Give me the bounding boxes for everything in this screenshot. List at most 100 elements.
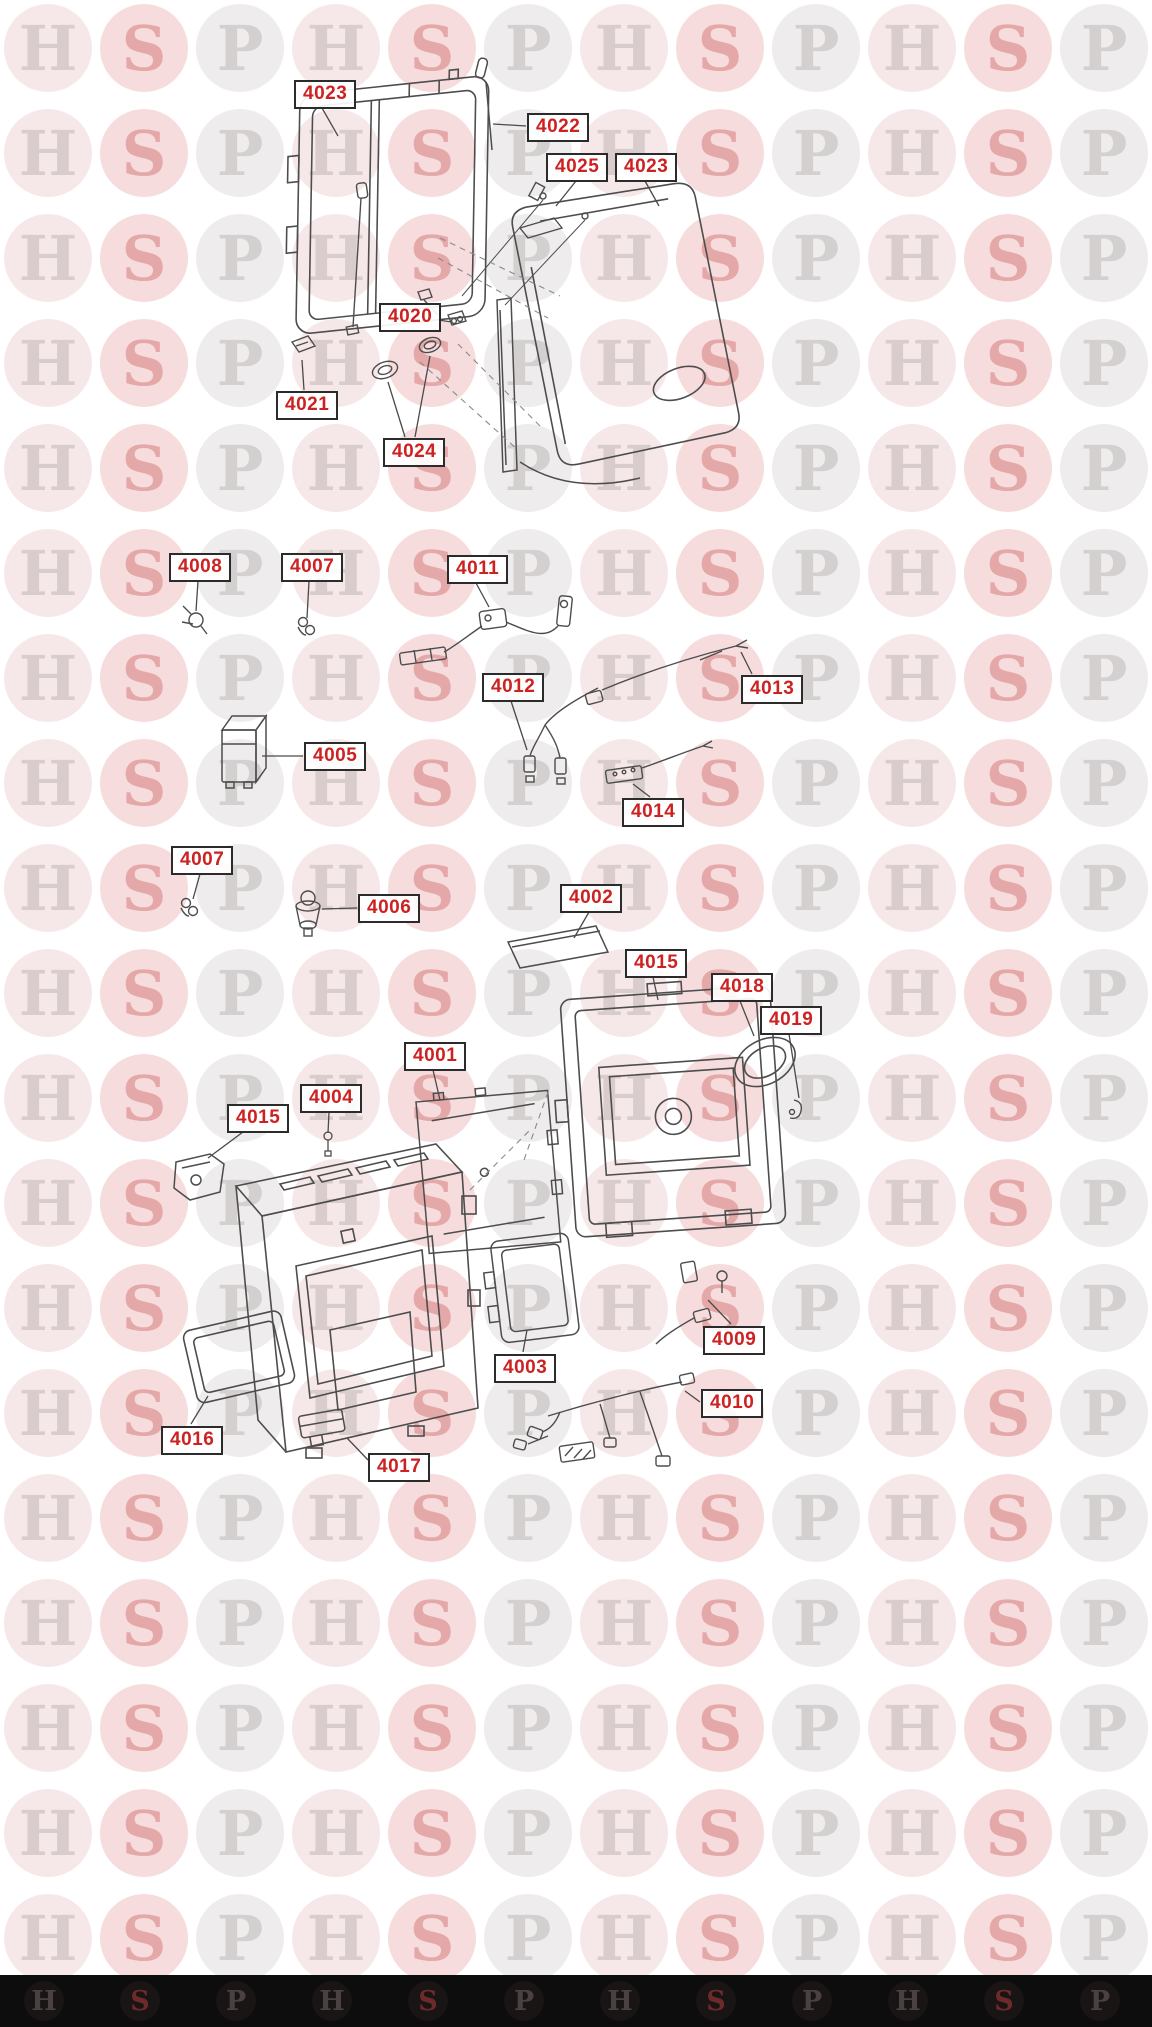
part-label-4015-22[interactable]: 4015 <box>227 1104 290 1133</box>
watermark-letter-h: H <box>4 1789 92 1877</box>
part-label-4009-23[interactable]: 4009 <box>703 1326 766 1355</box>
part-label-4003-24[interactable]: 4003 <box>494 1354 557 1383</box>
watermark-letter-h: H <box>4 844 92 932</box>
part-label-4008-7[interactable]: 4008 <box>169 553 232 582</box>
watermark-letter-s: S <box>100 1894 188 1982</box>
watermark-letter-p: P <box>196 634 284 722</box>
part-label-4013-11[interactable]: 4013 <box>741 675 804 704</box>
watermark-letter-h: H <box>292 1789 380 1877</box>
watermark-letter-h: H <box>580 1684 668 1772</box>
watermark-letter-h: H <box>292 214 380 302</box>
watermark-letter-h: H <box>868 1579 956 1667</box>
part-label-4022-1[interactable]: 4022 <box>527 113 590 142</box>
watermark-letter-s: S <box>676 1894 764 1982</box>
watermark-letter-p: P <box>772 1579 860 1667</box>
part-label-4015-17[interactable]: 4015 <box>625 949 688 978</box>
watermark-letter-p: P <box>196 949 284 1037</box>
footer-watermark-letter-h: H <box>24 1981 64 2021</box>
watermark-letter-p: P <box>1060 214 1148 302</box>
part-label-4007-8[interactable]: 4007 <box>281 553 344 582</box>
watermark-letter-h: H <box>292 1474 380 1562</box>
watermark-letter-p: P <box>196 1369 284 1457</box>
watermark-letter-p: P <box>196 1579 284 1667</box>
watermark-letter-s: S <box>964 1789 1052 1877</box>
part-4017 <box>297 1408 346 1448</box>
watermark-letter-h: H <box>580 1264 668 1352</box>
watermark-letter-p: P <box>1060 1684 1148 1772</box>
watermark-letter-h: H <box>580 214 668 302</box>
watermark-letter-h: H <box>292 424 380 512</box>
watermark-letter-p: P <box>484 1789 572 1877</box>
part-label-4001-20[interactable]: 4001 <box>404 1042 467 1071</box>
watermark-letter-s: S <box>100 424 188 512</box>
watermark-letter-s: S <box>964 949 1052 1037</box>
watermark-letter-s: S <box>676 1579 764 1667</box>
watermark-letter-s: S <box>964 634 1052 722</box>
part-label-4010-25[interactable]: 4010 <box>701 1389 764 1418</box>
part-label-4011-9[interactable]: 4011 <box>447 555 509 584</box>
part-label-4017-27[interactable]: 4017 <box>368 1453 431 1482</box>
part-label-4025-2[interactable]: 4025 <box>546 153 609 182</box>
part-label-4023-3[interactable]: 4023 <box>615 153 678 182</box>
watermark-letter-p: P <box>1060 109 1148 197</box>
part-4001 <box>415 1087 564 1255</box>
watermark-letter-p: P <box>1060 1474 1148 1562</box>
watermark-letter-s: S <box>676 214 764 302</box>
part-label-4004-21[interactable]: 4004 <box>300 1084 363 1113</box>
watermark-letter-s: S <box>388 1579 476 1667</box>
watermark-letter-s: S <box>964 1894 1052 1982</box>
footer-watermark-letter-h: H <box>600 1981 640 2021</box>
part-label-4002-16[interactable]: 4002 <box>560 884 623 913</box>
watermark-letter-s: S <box>100 949 188 1037</box>
part-label-4006-15[interactable]: 4006 <box>358 894 421 923</box>
watermark-letter-h: H <box>580 1054 668 1142</box>
part-4021 <box>290 335 317 353</box>
watermark-letter-h: H <box>868 1159 956 1247</box>
watermark-letter-h: H <box>4 214 92 302</box>
leader-lines <box>190 107 800 1461</box>
part-4007-b <box>180 897 199 917</box>
watermark-letter-h: H <box>4 1054 92 1142</box>
watermark-letter-p: P <box>484 1894 572 1982</box>
part-label-4016-26[interactable]: 4016 <box>161 1426 224 1455</box>
watermark-letter-h: H <box>292 1894 380 1982</box>
part-label-4005-12[interactable]: 4005 <box>304 742 367 771</box>
part-label-4023-0[interactable]: 4023 <box>294 80 357 109</box>
watermark-letter-s: S <box>676 4 764 92</box>
watermark-letter-p: P <box>772 4 860 92</box>
watermark-letter-h: H <box>4 109 92 197</box>
watermark-letter-p: P <box>196 844 284 932</box>
part-4013 <box>584 639 749 706</box>
part-label-4014-13[interactable]: 4014 <box>622 798 685 827</box>
part-label-4020-4[interactable]: 4020 <box>379 303 442 332</box>
part-label-4018-18[interactable]: 4018 <box>711 973 774 1002</box>
watermark-letter-s: S <box>676 844 764 932</box>
part-label-4019-19[interactable]: 4019 <box>760 1006 823 1035</box>
watermark-letter-s: S <box>388 214 476 302</box>
watermark-letter-h: H <box>580 1579 668 1667</box>
watermark-letter-s: S <box>388 949 476 1037</box>
watermark-letter-p: P <box>196 424 284 512</box>
footer-watermark-letter-s: S <box>408 1981 448 2021</box>
part-label-4012-10[interactable]: 4012 <box>482 673 545 702</box>
watermark-letter-p: P <box>1060 4 1148 92</box>
watermark-letter-s: S <box>964 844 1052 932</box>
watermark-letter-s: S <box>388 1684 476 1772</box>
part-label-4007-14[interactable]: 4007 <box>171 846 234 875</box>
watermark-letter-h: H <box>4 634 92 722</box>
watermark-letter-s: S <box>964 739 1052 827</box>
part-panel-channel <box>496 297 641 485</box>
part-label-4024-6[interactable]: 4024 <box>383 438 446 467</box>
watermark-letter-p: P <box>772 1684 860 1772</box>
watermark-letter-p: P <box>1060 1054 1148 1142</box>
watermark-letter-p: P <box>484 1474 572 1562</box>
part-4012 <box>523 687 599 785</box>
watermark-letter-s: S <box>388 739 476 827</box>
construction-lines <box>419 237 561 1191</box>
part-label-4021-5[interactable]: 4021 <box>276 391 339 420</box>
watermark-letter-p: P <box>196 1684 284 1772</box>
part-4025 <box>461 181 589 306</box>
footer-watermark-letter-s: S <box>696 1981 736 2021</box>
watermark-letter-h: H <box>4 1474 92 1562</box>
